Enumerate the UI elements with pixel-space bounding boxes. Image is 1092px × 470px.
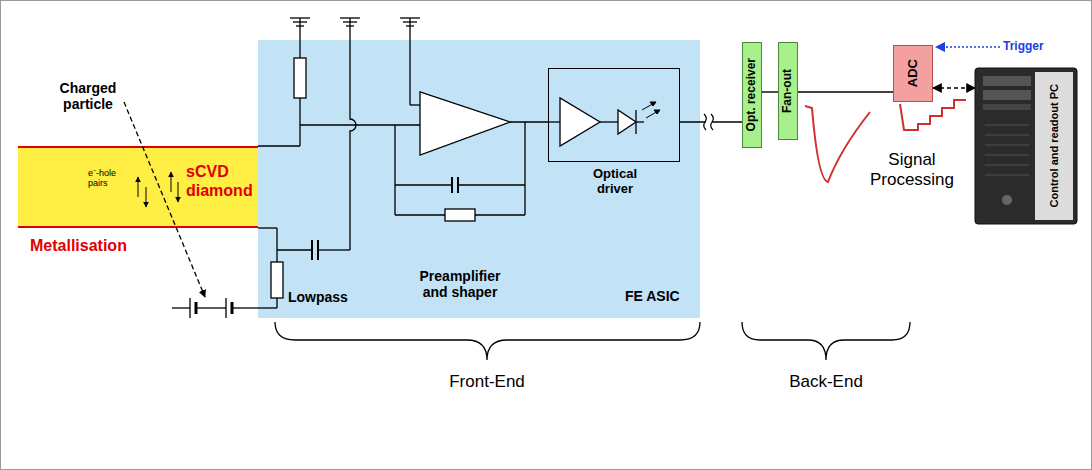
diamond-sensor: sCVD diamond e⁻-hole pairs <box>18 146 258 228</box>
metallisation-label: Metallisation <box>30 237 127 255</box>
node-label: Control and readout PC <box>1048 84 1060 207</box>
front-end-label: Front-End <box>437 372 537 392</box>
node-label: Fan-out <box>781 69 794 113</box>
trigger-label: Trigger <box>1003 40 1044 54</box>
analog-pulse <box>805 106 870 182</box>
battery-symbol <box>172 298 258 318</box>
back-end-label: Back-End <box>776 372 876 392</box>
node-label: Optical driver <box>583 167 647 197</box>
lowpass-label: Lowpass <box>288 289 348 305</box>
node-label: ADC <box>906 59 920 87</box>
optical-driver-box: Optical driver <box>548 68 680 162</box>
node-label: Opt. receiver <box>745 58 758 131</box>
back-end-brace <box>742 322 910 360</box>
signal-connector <box>762 91 778 92</box>
optical-receiver-box: Opt. receiver <box>742 42 762 148</box>
particle-label: Charged particle <box>48 80 128 112</box>
adc-box: ADC <box>893 45 933 102</box>
signal-connector <box>798 91 893 92</box>
readout-pc: Control and readout PC <box>975 68 1077 224</box>
trigger-arrow <box>936 47 1000 48</box>
preamplifier-label: Preamplifier and shaper <box>410 268 510 300</box>
fan-out-box: Fan-out <box>778 42 798 140</box>
signal-connector <box>933 87 975 88</box>
front-end-brace <box>275 322 700 360</box>
digitised-staircase <box>900 100 966 130</box>
signal-processing-label: Signal Processing <box>862 150 962 189</box>
signal-connector <box>680 121 742 122</box>
node-label: e⁻-hole pairs <box>88 168 132 189</box>
node-label: sCVD diamond <box>186 162 256 200</box>
node-label: FE ASIC <box>625 288 680 304</box>
